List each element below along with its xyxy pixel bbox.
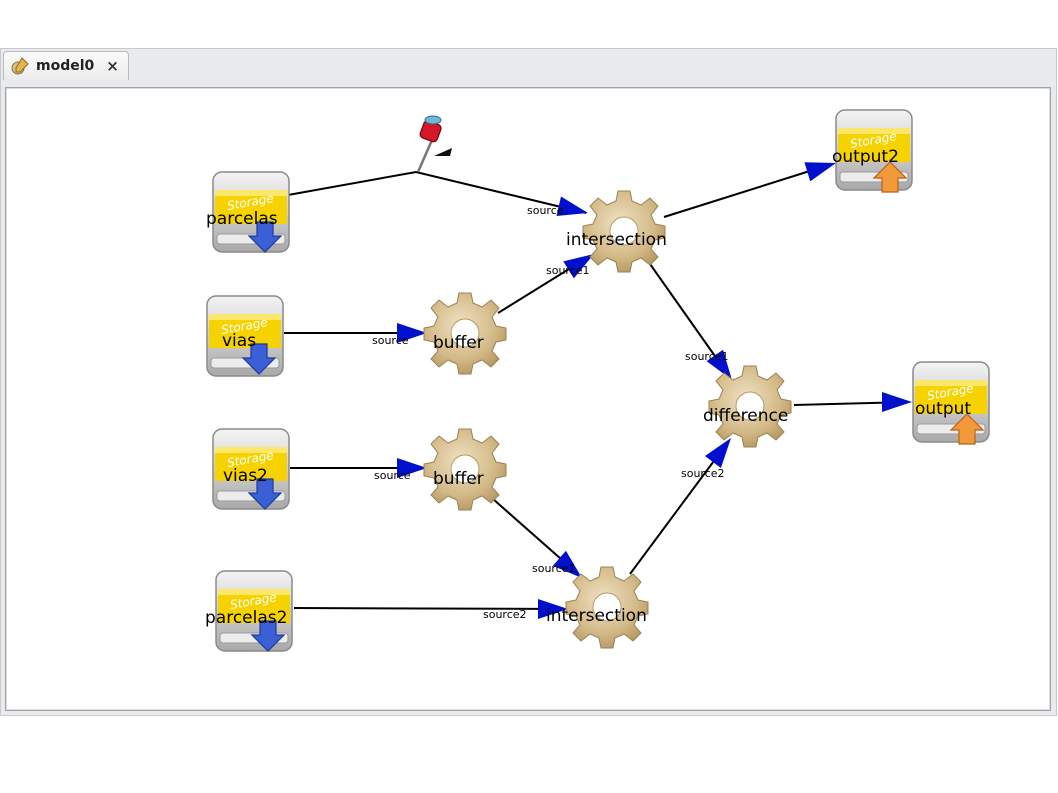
node-label: parcelas [206,209,278,229]
port-label: source [372,334,409,347]
tab-title: model0 [36,58,95,74]
storage-node-parcelas[interactable]: Storage parcelas [206,171,290,253]
node-label: intersection [546,606,647,626]
storage-node-output2[interactable]: Storage output2 [832,109,913,193]
node-label: output2 [832,147,899,167]
port-label: source1 [685,350,729,363]
node-label: intersection [566,230,667,250]
pin-icon[interactable] [416,115,452,173]
algorithm-node-difference[interactable]: difference [703,365,792,448]
node-label: parcelas2 [205,608,287,628]
port-label: source1 [546,264,590,277]
storage-node-output[interactable]: Storage output [912,361,990,445]
edge-intersection2-difference [629,441,729,575]
port-label: source1 [532,562,576,575]
tab-model0[interactable]: model0 × [3,51,129,80]
node-label: buffer [433,333,484,353]
node-label: vias2 [223,466,268,486]
storage-node-parcelas2[interactable]: Storage parcelas2 [205,570,293,652]
algorithm-node-buffer-1[interactable]: buffer [423,292,507,375]
edge-intersection-output2 [663,163,833,218]
edge-parcelas-intersection [287,170,587,214]
storage-node-vias[interactable]: Storage vias [206,295,284,377]
node-label: difference [703,406,788,426]
port-label: source2 [483,608,527,621]
node-label: output [915,399,971,419]
algorithm-node-buffer-2[interactable]: buffer [423,428,507,511]
node-label: buffer [433,469,484,489]
model-window: model0 × [0,48,1057,716]
port-label: source [527,204,564,217]
port-labels: source source source1 source source1 sou… [372,204,729,621]
port-label: source [374,469,411,482]
port-label: source2 [681,467,725,480]
model-icon [11,57,29,75]
edge-parcelas2-intersection2 [293,607,565,610]
model-canvas[interactable]: source source source1 source source1 sou… [5,87,1051,711]
arrowhead [882,392,912,412]
close-icon[interactable]: × [106,57,119,75]
algorithm-node-intersection-2[interactable]: intersection [546,566,649,649]
algorithm-node-intersection-1[interactable]: intersection [566,190,667,273]
storage-node-vias2[interactable]: Storage vias2 [212,428,290,510]
node-label: vias [222,331,256,351]
model-graph[interactable]: source source source1 source source1 sou… [6,88,1050,710]
